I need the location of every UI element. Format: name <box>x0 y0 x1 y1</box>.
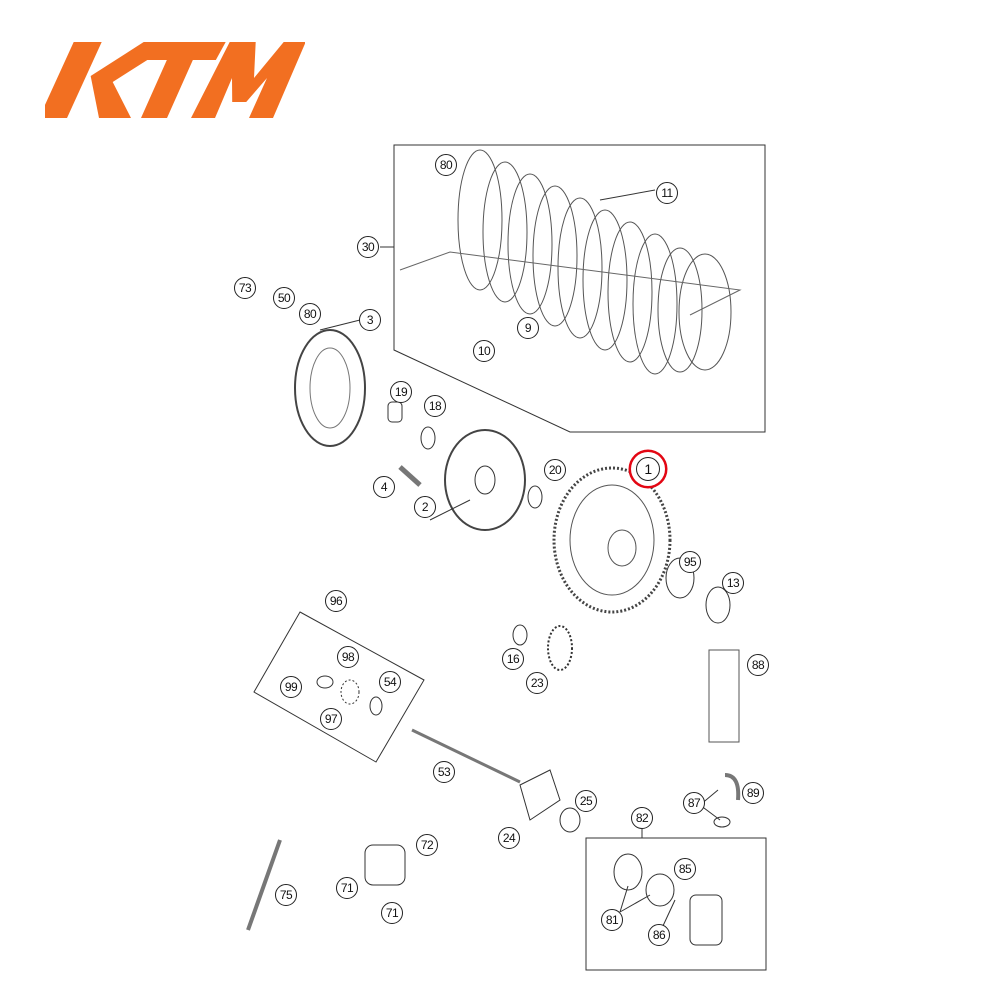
clutch-discs <box>457 149 732 375</box>
callout-1-highlighted[interactable]: 1 <box>636 457 660 481</box>
callout-13[interactable]: 13 <box>722 572 744 594</box>
callout-71[interactable]: 71 <box>336 877 358 899</box>
callout-80[interactable]: 80 <box>299 303 321 325</box>
callout-85[interactable]: 85 <box>674 858 696 880</box>
callout-9[interactable]: 9 <box>517 317 539 339</box>
callout-19[interactable]: 19 <box>390 381 412 403</box>
callout-80[interactable]: 80 <box>435 154 457 176</box>
callout-16[interactable]: 16 <box>502 648 524 670</box>
callout-75[interactable]: 75 <box>275 884 297 906</box>
kit-frame-82 <box>585 837 767 971</box>
callout-88[interactable]: 88 <box>747 654 769 676</box>
callout-20[interactable]: 20 <box>544 459 566 481</box>
callout-86[interactable]: 86 <box>648 924 670 946</box>
callout-3[interactable]: 3 <box>359 309 381 331</box>
disc-kit-frame <box>393 144 766 433</box>
callout-24[interactable]: 24 <box>498 827 520 849</box>
callout-97[interactable]: 97 <box>320 708 342 730</box>
callout-87[interactable]: 87 <box>683 792 705 814</box>
callout-53[interactable]: 53 <box>433 761 455 783</box>
kit-frame-96 <box>253 611 425 763</box>
callout-4[interactable]: 4 <box>373 476 395 498</box>
callout-11[interactable]: 11 <box>656 182 678 204</box>
callout-96[interactable]: 96 <box>325 590 347 612</box>
callout-71[interactable]: 71 <box>381 902 403 924</box>
callout-54[interactable]: 54 <box>379 671 401 693</box>
callout-95[interactable]: 95 <box>679 551 701 573</box>
callout-99[interactable]: 99 <box>280 676 302 698</box>
callout-72[interactable]: 72 <box>416 834 438 856</box>
ktm-logo <box>45 42 305 118</box>
callout-89[interactable]: 89 <box>742 782 764 804</box>
callout-25[interactable]: 25 <box>575 790 597 812</box>
inner-hub <box>444 429 526 531</box>
callout-82[interactable]: 82 <box>631 807 653 829</box>
callout-50[interactable]: 50 <box>273 287 295 309</box>
callout-2[interactable]: 2 <box>414 496 436 518</box>
callout-73[interactable]: 73 <box>234 277 256 299</box>
push-rod <box>411 728 521 784</box>
outer-clutch-basket <box>552 466 672 614</box>
callout-23[interactable]: 23 <box>526 672 548 694</box>
callout-98[interactable]: 98 <box>337 646 359 668</box>
callout-18[interactable]: 18 <box>424 395 446 417</box>
pressure-plate <box>294 329 366 447</box>
callout-10[interactable]: 10 <box>473 340 495 362</box>
callout-30[interactable]: 30 <box>357 236 379 258</box>
callout-81[interactable]: 81 <box>601 909 623 931</box>
